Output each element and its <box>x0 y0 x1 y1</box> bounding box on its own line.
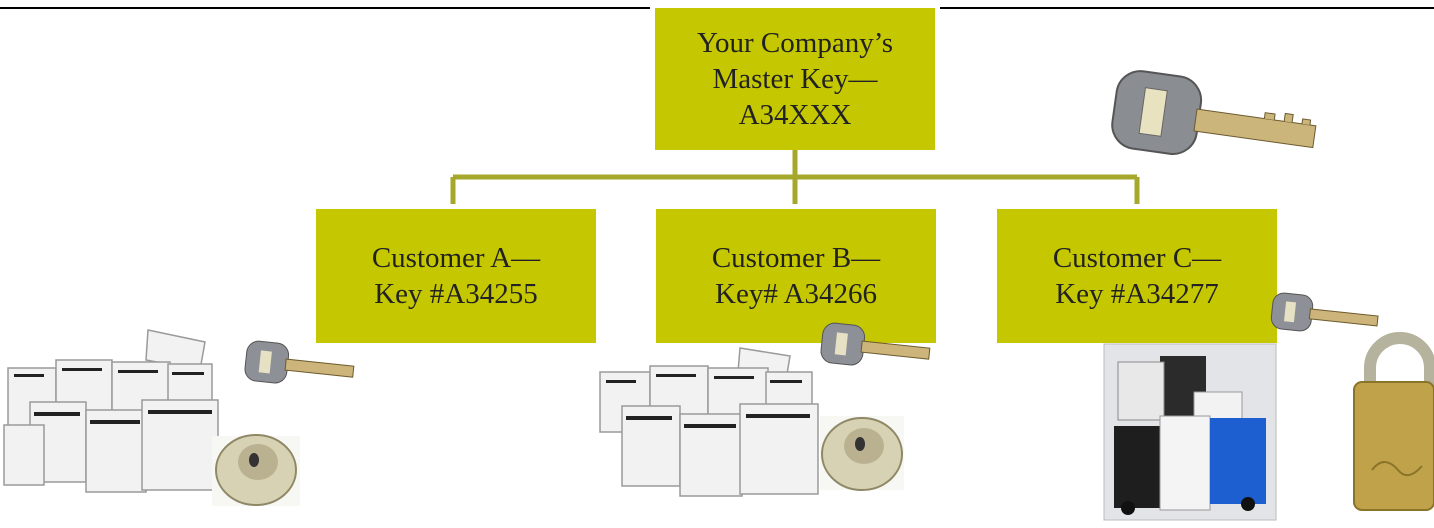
customer-c-node: Customer C— Key #A34277 <box>997 209 1277 343</box>
master-key-line2: Master Key— <box>712 63 878 95</box>
master-key-line1: Your Company’s <box>696 27 894 59</box>
customer-a-line1: Customer A— <box>371 242 541 274</box>
top-rule-right <box>940 7 1434 9</box>
customer-b-node: Customer B— Key# A34266 <box>656 209 936 343</box>
customer-c-line1: Customer C— <box>1052 242 1222 274</box>
customer-a-node: Customer A— Key #A34255 <box>316 209 596 343</box>
customer-b-line2: Key# A34266 <box>715 278 877 310</box>
customer-b-line1: Customer B— <box>711 242 881 274</box>
master-key-line3: A34XXX <box>738 99 852 131</box>
master-key-node: Your Company’s Master Key— A34XXX <box>655 8 935 150</box>
top-rule-left <box>0 7 650 9</box>
customer-a-line2: Key #A34255 <box>374 278 538 310</box>
customer-c-line2: Key #A34277 <box>1055 278 1219 310</box>
